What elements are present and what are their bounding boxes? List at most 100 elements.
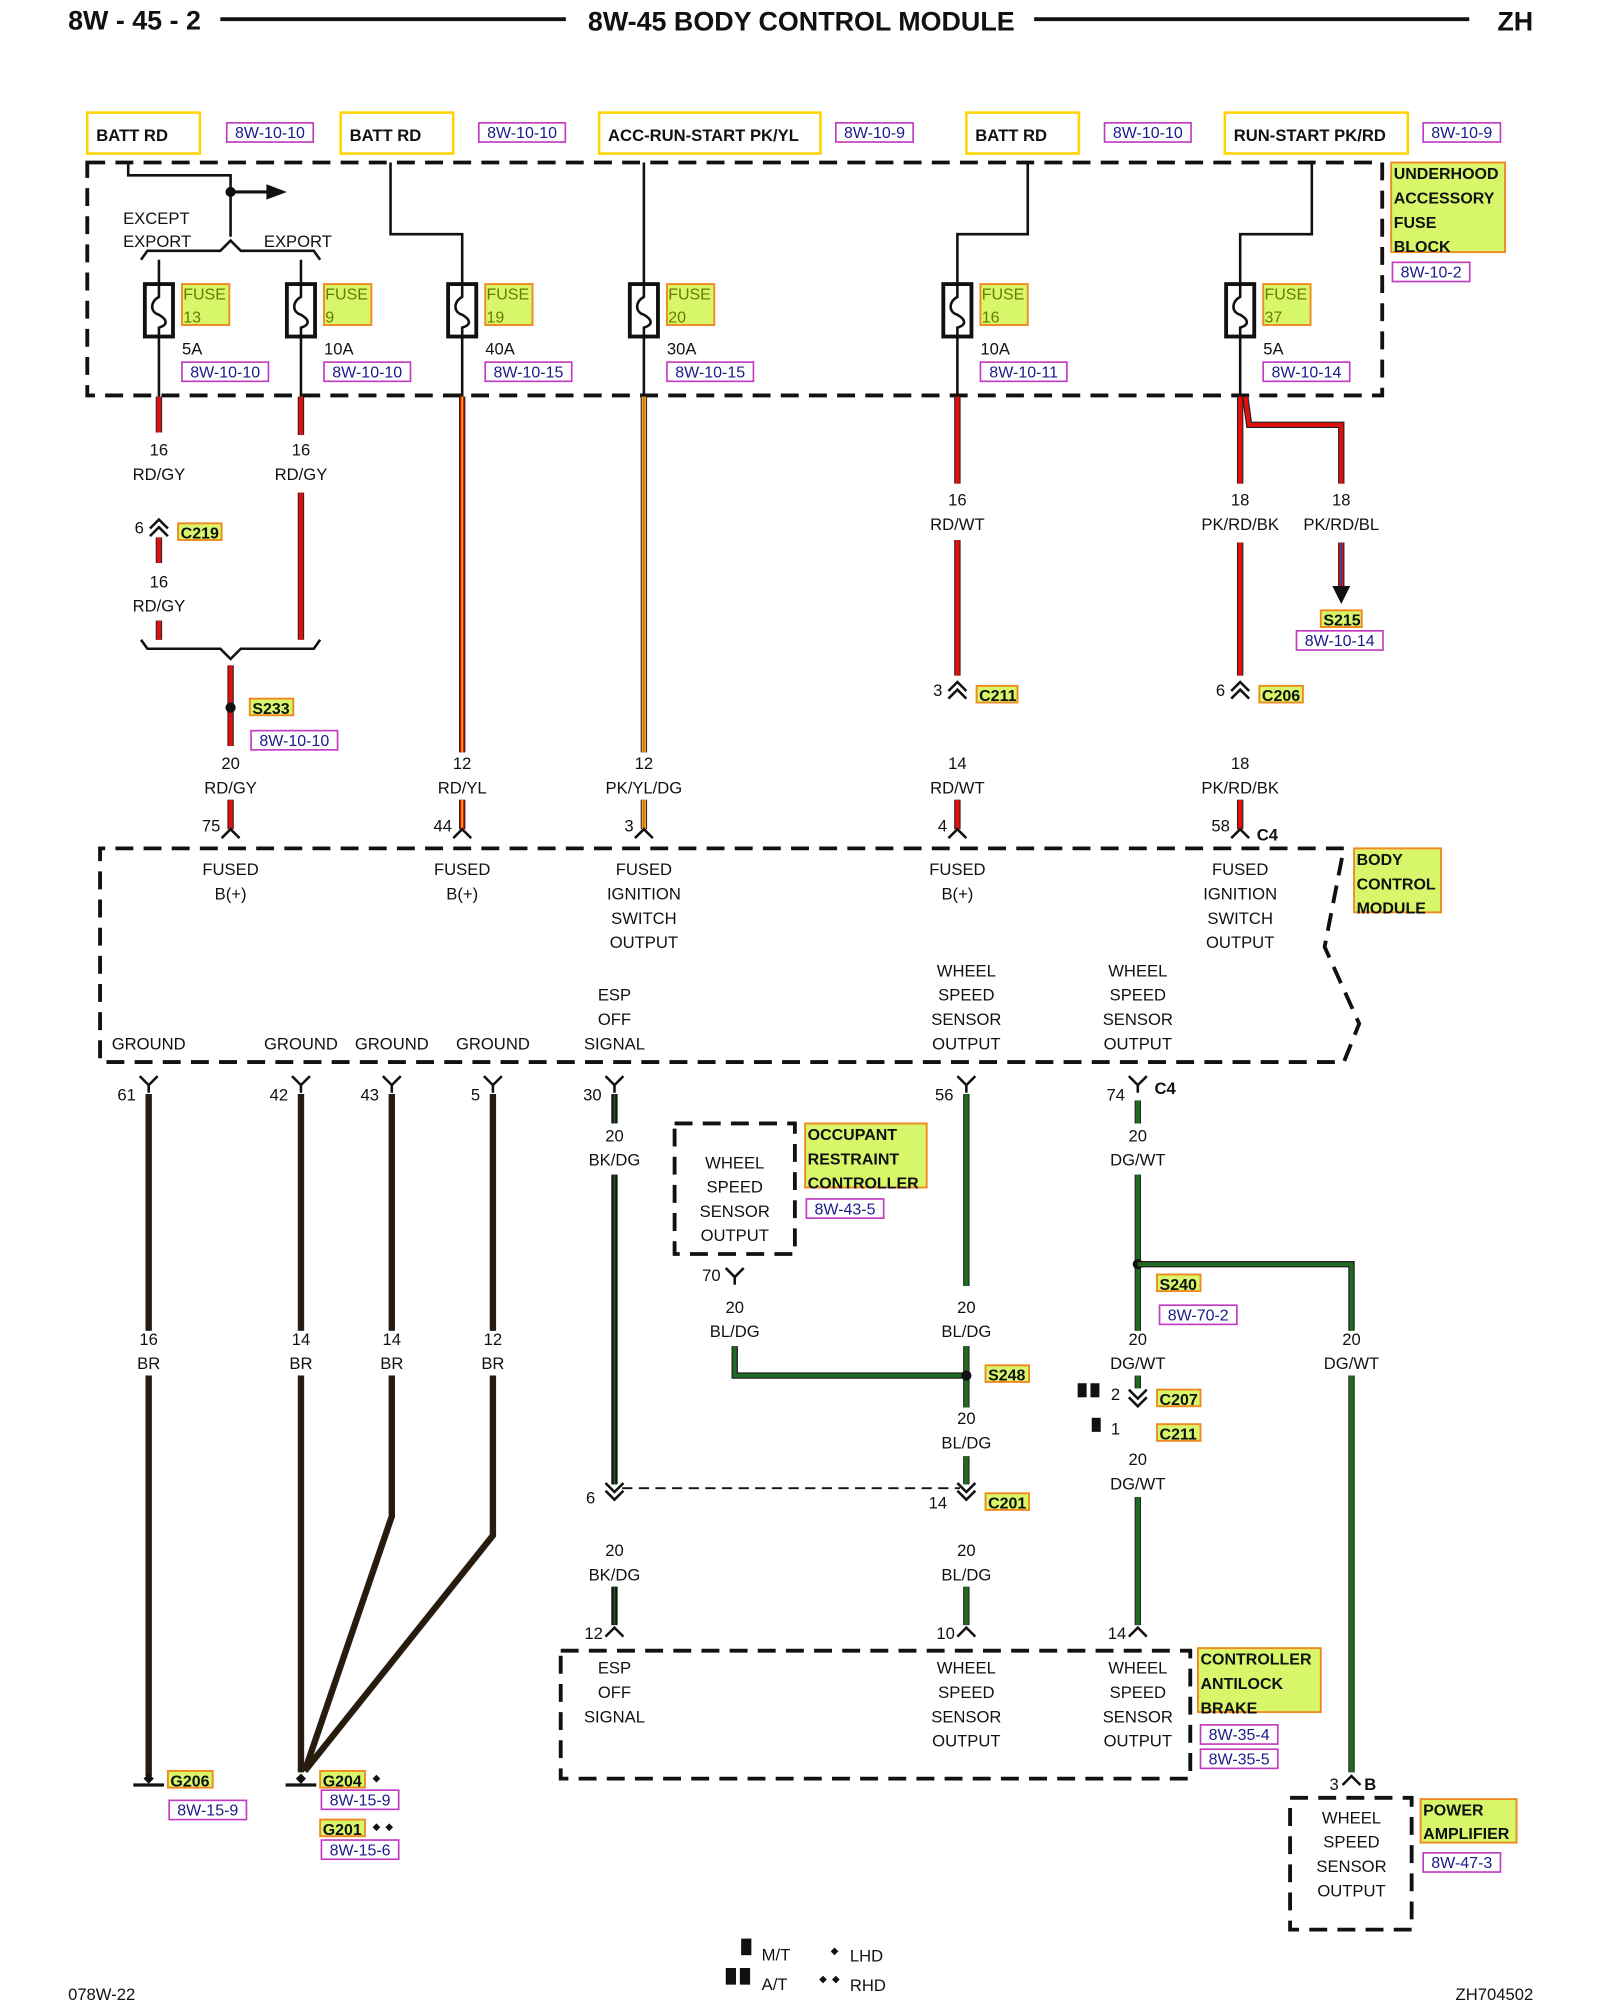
fuse-element-icon [635, 284, 652, 337]
legend-double-square-icon [739, 1968, 751, 1985]
abs-ref-link[interactable]: 8W-35-5 [1209, 1752, 1270, 1769]
fuse-ref-link[interactable]: 8W-10-10 [190, 364, 260, 381]
fuse-ref-link-frame [979, 361, 1068, 383]
amplifier-ref-link[interactable]: 8W-47-3 [1431, 1855, 1492, 1872]
abs-pin-function: SENSOR [931, 1707, 1001, 1726]
fuse-ref-link-frame [181, 361, 270, 383]
bcm-pin-function: SWITCH [1207, 909, 1273, 928]
fuse-element-icon [1232, 284, 1249, 337]
splice-s233-ref-link[interactable]: 8W-10-10 [259, 733, 329, 750]
fuse-block-ref-link[interactable]: 8W-10-2 [1401, 265, 1462, 282]
fuse-ref-link[interactable]: 8W-10-10 [332, 364, 402, 381]
wire-gauge-label: 20 [605, 1126, 624, 1145]
legend-label: M/T [762, 1945, 791, 1964]
splice-s233-dot [225, 702, 236, 713]
connector-c207-icon [1127, 1388, 1148, 1409]
abs-pin-function: WHEEL [1108, 1659, 1167, 1678]
bcm-pin-icon [381, 1075, 402, 1093]
fuse-number: 37 [1264, 309, 1282, 326]
fuse-rating: 40A [485, 339, 515, 358]
connector-c206-tag-frame [1258, 684, 1304, 704]
region-code: ZH [1497, 7, 1533, 37]
legend-double-square-icon [725, 1968, 737, 1985]
abs-name-frame [1196, 1647, 1322, 1714]
bcm-name-frame [1353, 847, 1443, 914]
ground-g201-tag: G201 [323, 1822, 362, 1839]
wire-bl-dg-outline [731, 1346, 967, 1379]
fuse-block-name-line: BLOCK [1394, 239, 1451, 256]
bcm-pin-icon [1230, 827, 1251, 840]
wire-color-label: BR [137, 1354, 160, 1373]
bcm-pin-number: 75 [202, 817, 221, 836]
source-ref-link[interactable]: 8W-10-10 [487, 125, 557, 142]
source-box-frame [1223, 111, 1410, 155]
wire-gauge-label: 20 [725, 1298, 744, 1317]
orc-pin-number: 70 [702, 1266, 721, 1285]
fuse-label: FUSE [487, 286, 530, 303]
fuse-tag-frame [665, 283, 716, 326]
abs-pin-number: 14 [1108, 1624, 1127, 1643]
option-bracket [139, 238, 322, 261]
ground-g204-ref-link-frame [320, 1789, 400, 1811]
source-label: BATT RD [975, 126, 1047, 145]
source-ref-link[interactable]: 8W-10-9 [844, 125, 905, 142]
bcm-pin-number: 5 [471, 1085, 480, 1104]
fuse-ref-link[interactable]: 8W-10-15 [675, 364, 745, 381]
abs-ref-link[interactable]: 8W-35-4 [1209, 1727, 1270, 1744]
orc-pin-icon [724, 1267, 745, 1285]
orc-name-line: CONTROLLER [808, 1176, 919, 1193]
fuse-ref-link[interactable]: 8W-10-11 [989, 364, 1058, 381]
connector-pin: 6 [586, 1489, 595, 1508]
feed-line [126, 162, 232, 237]
ground-g201-ref-link[interactable]: 8W-15-6 [330, 1842, 391, 1859]
source-ref-link[interactable]: 8W-10-9 [1431, 125, 1492, 142]
wire-gauge-label: 20 [605, 1541, 624, 1560]
bcm-pin-function: FUSED [929, 860, 985, 879]
splice-s240-ref-link[interactable]: 8W-70-2 [1168, 1308, 1229, 1325]
fuse-ref-link[interactable]: 8W-10-14 [1272, 364, 1342, 381]
abs-pin-function: SENSOR [1103, 1707, 1173, 1726]
wire-color-label: PK/YL/DG [606, 778, 683, 797]
connector-c206-icon [1230, 687, 1251, 700]
fuse-ref-link-frame [666, 361, 755, 383]
bcm-outline [98, 846, 1362, 1064]
fuse-ref-link[interactable]: 8W-10-15 [494, 364, 564, 381]
wire-gauge-label: 18 [1231, 490, 1250, 509]
bcm-pin-function: SENSOR [1103, 1010, 1173, 1029]
fuse-tag-frame [323, 283, 373, 326]
splice-s215-tag: S215 [1323, 613, 1360, 630]
fuse-rating: 10A [324, 339, 354, 358]
mt-square-icon [1091, 1417, 1101, 1432]
source-label: BATT RD [96, 126, 168, 145]
abs-pin-function: WHEEL [937, 1659, 996, 1678]
bcm-connector-id: C4 [1154, 1079, 1176, 1098]
bcm-pin-function: FUSED [202, 860, 258, 879]
wire-gauge-label: 12 [453, 754, 472, 773]
ground-g204-ref-link[interactable]: 8W-15-9 [330, 1793, 391, 1810]
source-ref-link-frame [834, 122, 914, 143]
bcm-pin-function: SWITCH [611, 909, 677, 928]
bcm-pin-function: OFF [598, 1010, 631, 1029]
wire-color-label: RD/YL [438, 778, 487, 797]
splice-s233-tag: S233 [252, 701, 289, 718]
splice-s215-ref-link[interactable]: 8W-10-14 [1305, 633, 1375, 650]
bcm-pin-function: IGNITION [607, 885, 681, 904]
fuse-block-name-line: UNDERHOOD [1394, 166, 1499, 183]
source-ref-link[interactable]: 8W-10-10 [235, 125, 305, 142]
wire-color-label: BL/DG [941, 1565, 991, 1584]
abs-ref-link-frame [1199, 1748, 1279, 1770]
feed-line [389, 162, 464, 285]
bcm-pin-function: SIGNAL [584, 1034, 645, 1053]
bcm-pin-function: WHEEL [937, 961, 996, 980]
feed-line [1238, 162, 1314, 285]
ground-g206-ref-link[interactable]: 8W-15-9 [177, 1803, 238, 1820]
abs-pin-function: OUTPUT [1104, 1732, 1172, 1751]
source-ref-link[interactable]: 8W-10-10 [1113, 125, 1183, 142]
source-box-frame [339, 111, 455, 155]
amplifier-name-frame [1419, 1798, 1518, 1844]
orc-ref-link[interactable]: 8W-43-5 [815, 1201, 876, 1218]
bcm-pin-icon [483, 1075, 503, 1093]
orc-pin-function: SENSOR [700, 1202, 770, 1221]
amplifier-pin-function: SPEED [1323, 1833, 1379, 1852]
fuse-tag-frame [979, 283, 1029, 326]
